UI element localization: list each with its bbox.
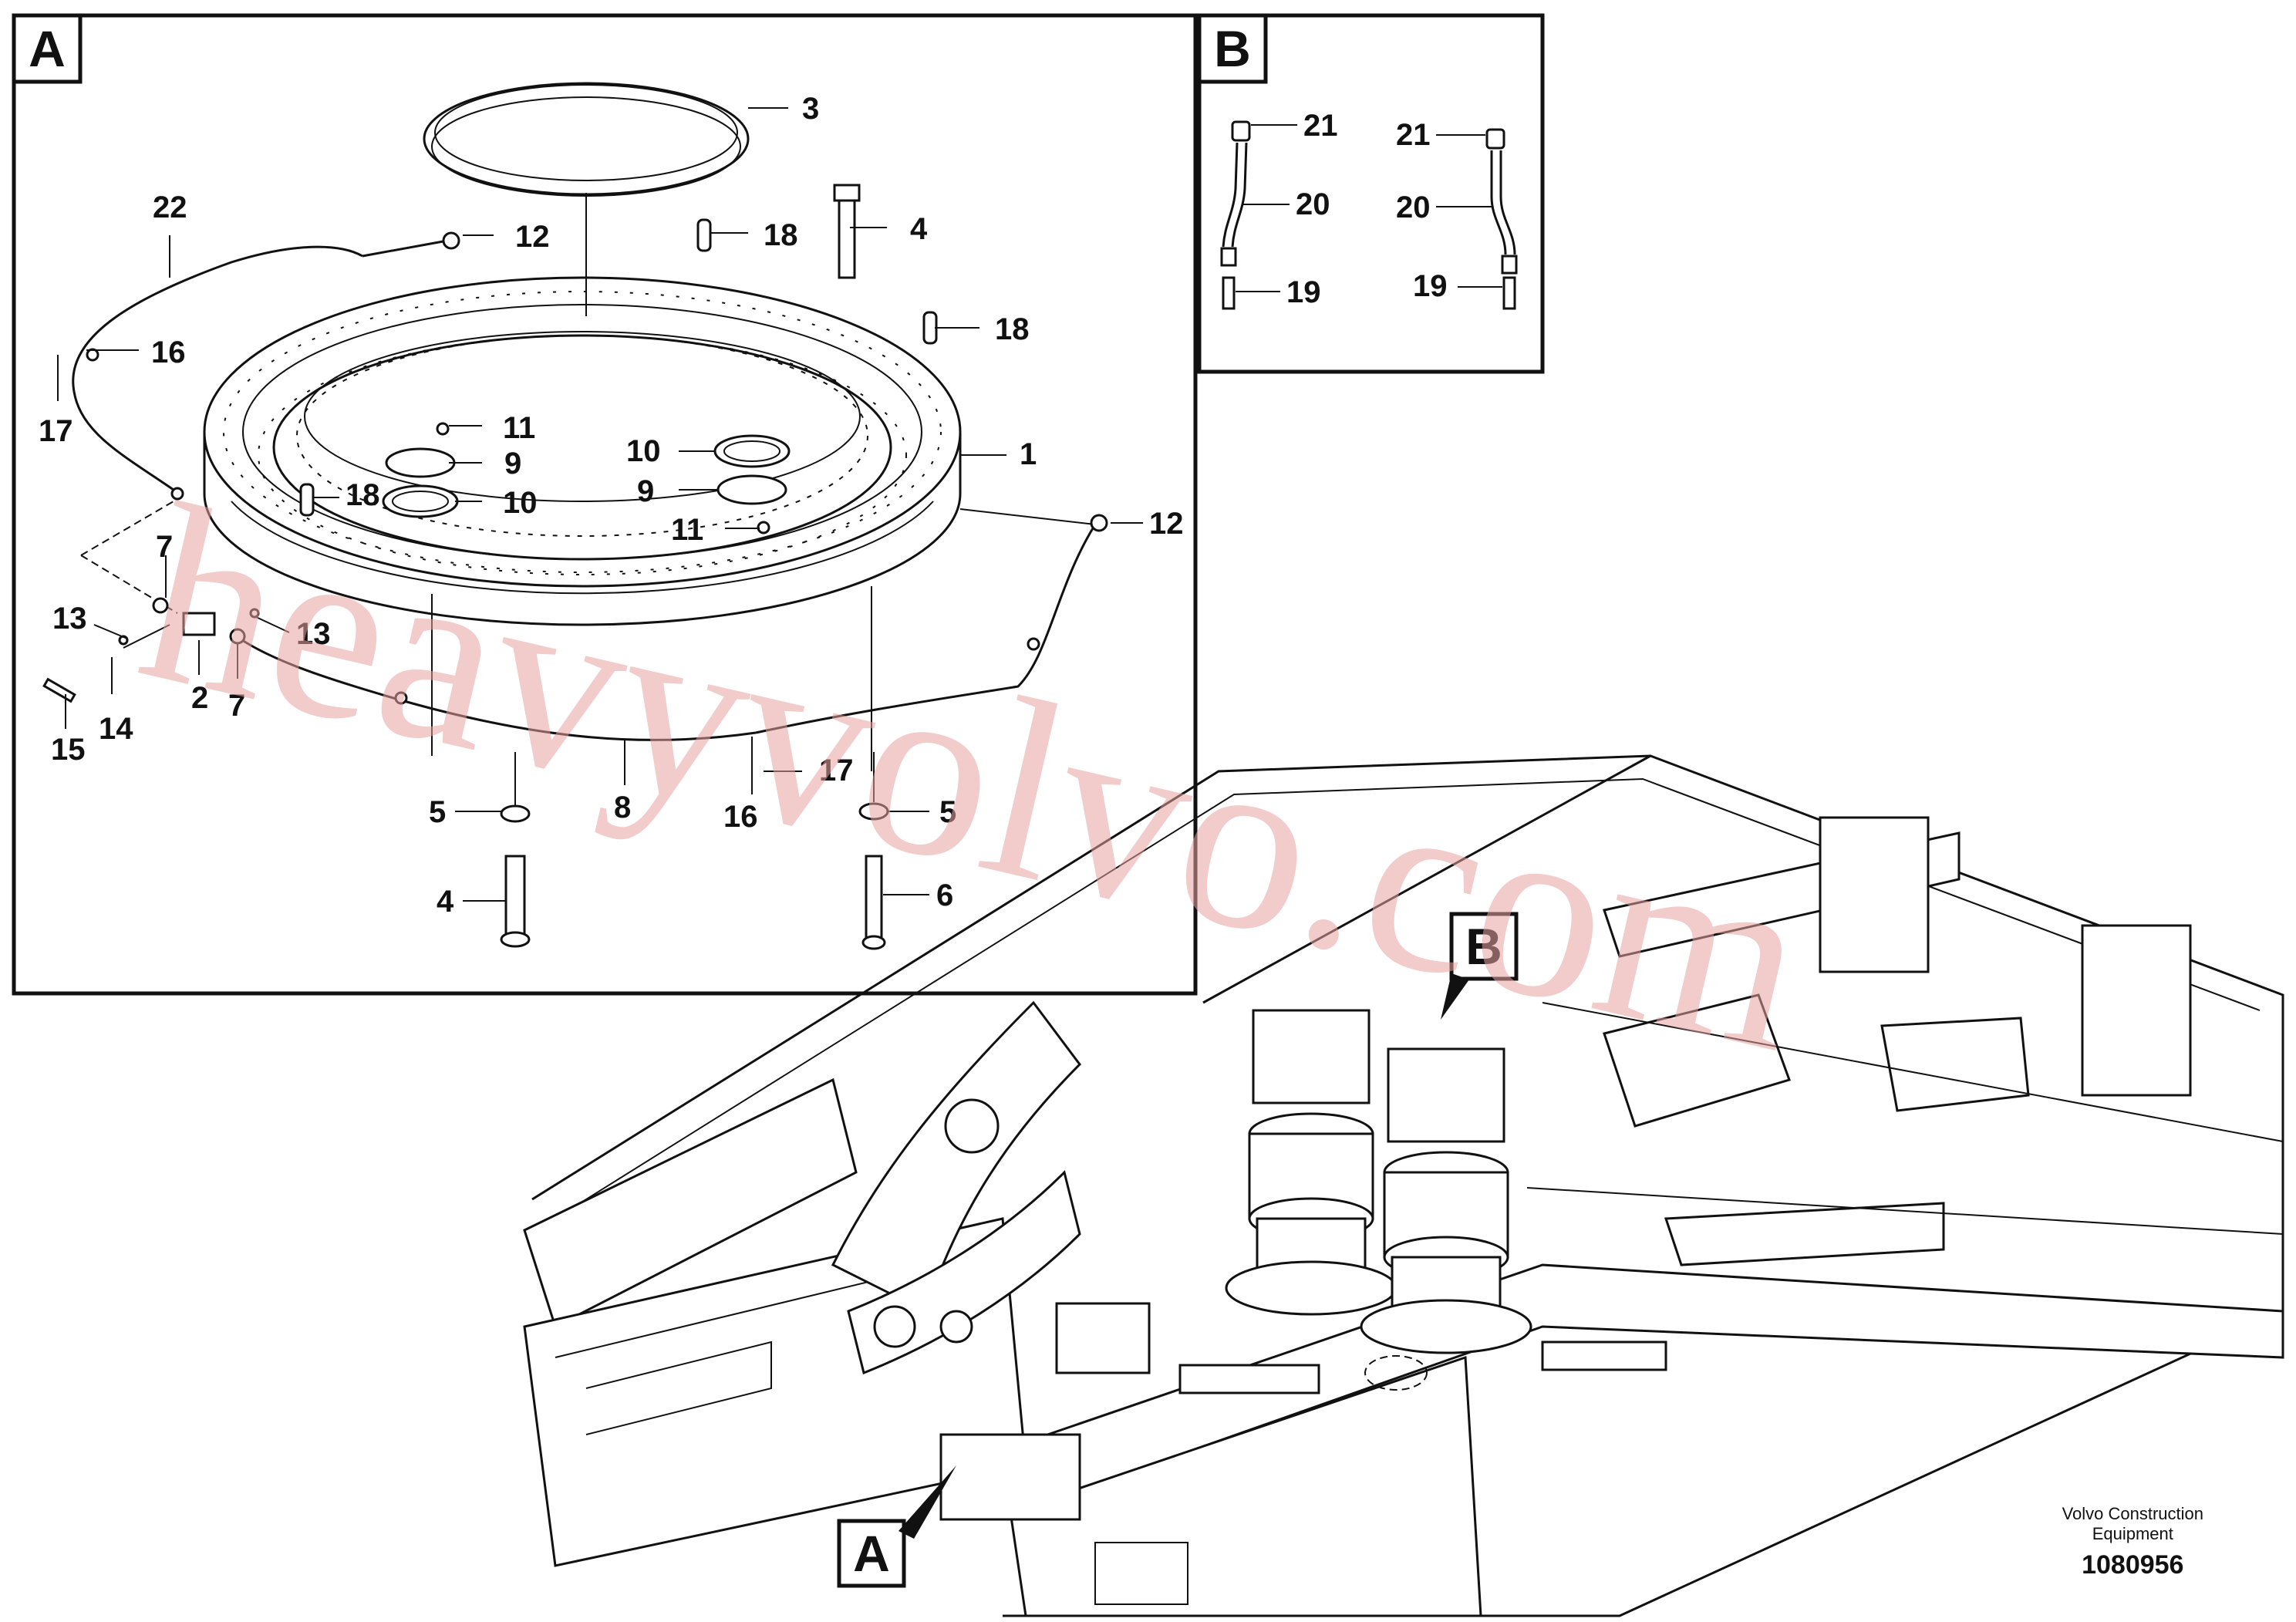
callout-7-top: 7 [156, 530, 173, 564]
callout-14: 14 [99, 712, 133, 746]
seal-ring-part-3 [423, 82, 750, 196]
callout-10-left: 10 [503, 486, 538, 520]
callout-21-left: 21 [1303, 109, 1338, 143]
leader-lines-panel-b [1236, 124, 1502, 292]
callout-12-right: 12 [1149, 507, 1184, 541]
panel-a: A [12, 13, 1198, 996]
overview-marker-a: A [837, 1465, 956, 1588]
callout-11-left: 11 [503, 411, 535, 445]
cap-part-21-right [1485, 128, 1505, 150]
drawing-number: 1080956 [2082, 1550, 2184, 1580]
leader-lines-panel-a [57, 107, 1143, 902]
pin-part-18-a [696, 218, 712, 252]
callout-10-right: 10 [626, 434, 661, 468]
panel-a-letter-box [12, 13, 83, 84]
callout-19-right: 19 [1413, 269, 1448, 303]
callout-18-right: 18 [995, 312, 1030, 346]
callout-1: 1 [1020, 437, 1037, 471]
overview-frame-drawing [523, 754, 2284, 1617]
callout-17-left: 17 [39, 414, 73, 448]
pin-part-18-b [922, 311, 938, 345]
callout-5-left: 5 [429, 795, 446, 829]
footer-block: Volvo Construction Equipment 1080956 [2062, 1504, 2203, 1580]
panel-b: B 21 20 19 21 20 19 [1197, 13, 1545, 374]
callout-11-right: 11 [671, 513, 703, 547]
company-name-line2: Equipment [2092, 1524, 2173, 1543]
plate-part-9-left [385, 447, 456, 478]
callout-19-left: 19 [1286, 275, 1321, 309]
callout-2: 2 [191, 681, 208, 715]
callout-12-top: 12 [515, 220, 550, 254]
cap-part-21-left [1231, 120, 1251, 142]
panel-b-frame [1197, 13, 1545, 374]
pin-part-18-c [299, 483, 315, 517]
overview-marker-b-letter: B [1465, 918, 1502, 975]
fitting-part-19-left [1222, 276, 1236, 310]
bolt-part-4-bottom [504, 855, 526, 939]
company-name-line1: Volvo Construction [2062, 1504, 2203, 1523]
plate-part-9-right [716, 474, 787, 505]
callout-17-bottom: 17 [819, 754, 854, 787]
fitting-part-12-right [1090, 514, 1108, 532]
callout-15: 15 [51, 733, 86, 767]
callout-6: 6 [936, 878, 953, 912]
screw-part-11-left [436, 422, 450, 436]
callout-20-left: 20 [1296, 187, 1330, 221]
lube-line-part-22 [72, 245, 363, 491]
callout-8: 8 [614, 791, 631, 824]
distributor-block-part-2 [182, 612, 216, 636]
panel-b-letter: B [1214, 20, 1251, 77]
watermark: heavyvolvo.com [120, 451, 1829, 1106]
callout-9-left: 9 [504, 447, 521, 481]
callout-13-left: 13 [52, 602, 87, 636]
callout-4-bottom: 4 [437, 885, 454, 919]
lube-line-part-8 [231, 631, 757, 741]
fitting-part-19-right [1502, 276, 1516, 310]
callout-13-right: 13 [296, 617, 331, 651]
callout-4-top: 4 [910, 212, 928, 246]
panel-b-letter-box [1197, 13, 1268, 84]
callout-18-left: 18 [346, 478, 380, 512]
callout-21-right: 21 [1396, 118, 1431, 152]
bolt-part-4-top [838, 191, 856, 279]
callout-9-right: 9 [637, 474, 654, 508]
hose-part-20-right [1490, 150, 1507, 255]
callout-20-right: 20 [1396, 191, 1431, 224]
overview-marker-b: B [1441, 912, 1519, 1020]
watermark-text: heavyvolvo.com [120, 451, 1829, 1106]
callout-22: 22 [153, 191, 187, 224]
callout-7-bottom: 7 [228, 689, 245, 723]
hose-part-20-left [1222, 142, 1239, 248]
callout-3: 3 [802, 92, 819, 126]
screw-part-11-right [757, 521, 770, 534]
swing-motor-left [1225, 1009, 1397, 1316]
overview-marker-a-letter: A [853, 1525, 890, 1582]
callout-18-top: 18 [764, 218, 798, 252]
panel-a-frame [12, 13, 1198, 996]
callout-5-right: 5 [939, 795, 956, 829]
swing-motor-right [1360, 1047, 1532, 1354]
callout-16-left: 16 [151, 336, 186, 369]
panel-a-letter: A [29, 20, 66, 77]
callout-16-bottom: 16 [723, 800, 758, 834]
fitting-part-12-top [442, 231, 460, 250]
